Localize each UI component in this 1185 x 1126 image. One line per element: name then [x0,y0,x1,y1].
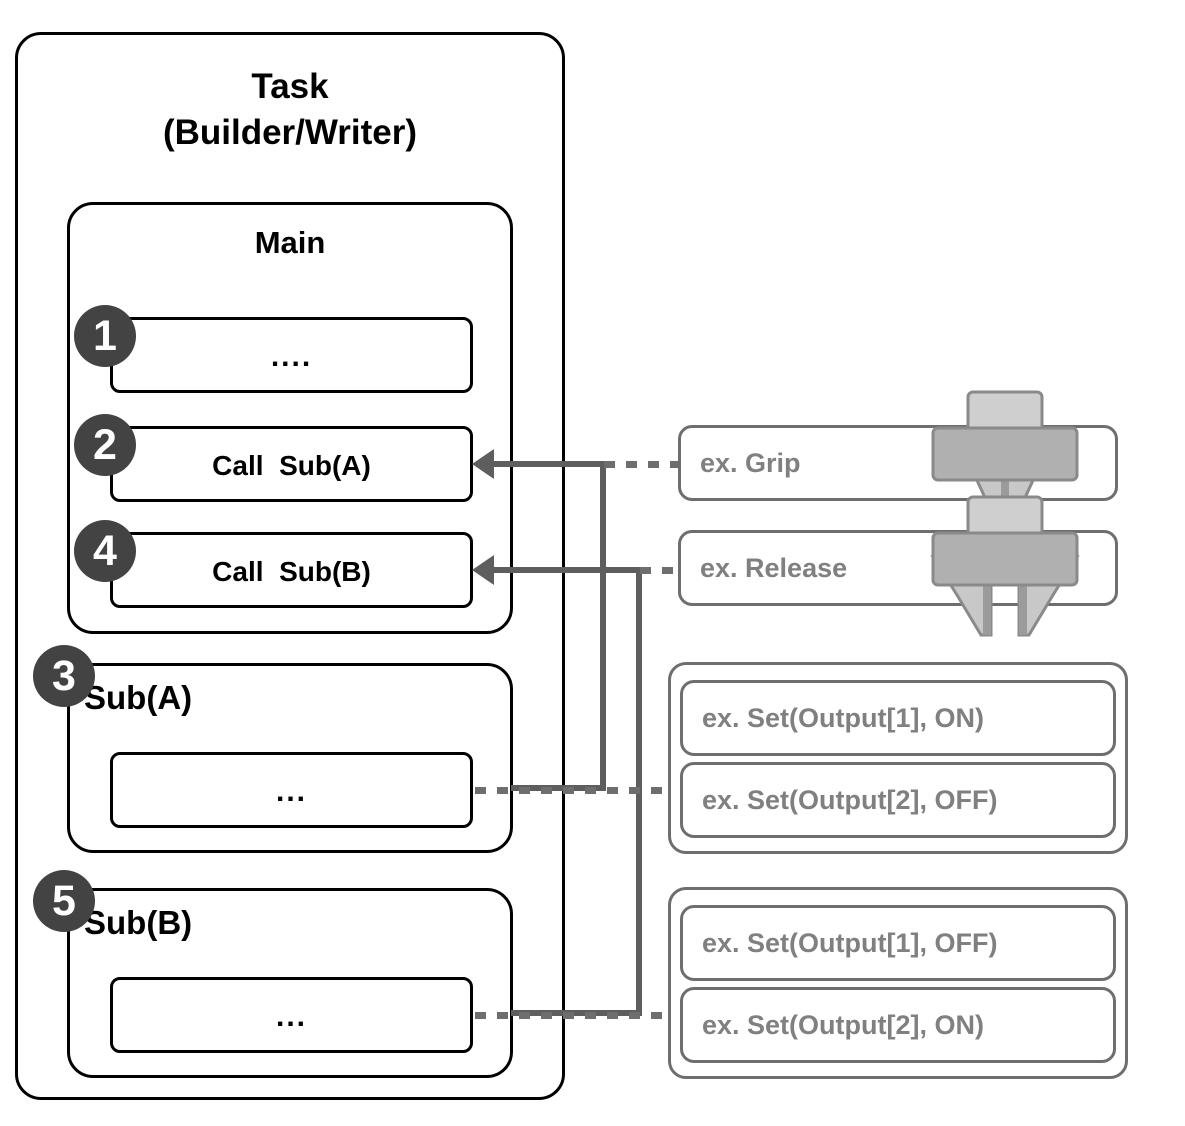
example-release-label: ex. Release [700,553,848,583]
output-item-box-2-2 [680,987,1116,1063]
dotted-link-sub-b-outputs [475,1012,671,1019]
connector-sub-b-horizontal-upper [492,567,642,573]
dotted-link-sub-a-outputs [475,787,671,794]
dotted-link-grip [604,461,680,468]
output-item-label-1-2: ex. Set(Output[2], OFF) [702,785,998,815]
connector-sub-a-vertical [600,461,606,791]
step-badge-3: 3 [33,645,95,707]
main-step-text-4: Call Sub(B) [212,556,371,587]
main-step-text-2: Call Sub(A) [212,450,371,481]
output-item-box-2-1 [680,905,1116,981]
main-step-box-1 [110,317,473,393]
connector-sub-a-horizontal-upper [492,461,606,467]
main-step-box-4 [110,532,473,608]
step-badge-1: 1 [74,305,136,367]
output-item-label-2-1: ex. Set(Output[1], OFF) [702,928,998,958]
task-title-line1: Task [251,67,329,106]
step-badge-5: 5 [33,870,95,932]
example-grip-label: ex. Grip [700,448,801,478]
task-title-line2: (Builder/Writer) [162,113,418,152]
output-item-box-1-1 [680,680,1116,756]
step-badge-2: 2 [74,414,136,476]
sub-b-body-text: ... [275,1000,307,1033]
step-badge-4: 4 [74,520,136,582]
output-item-label-2-2: ex. Set(Output[2], ON) [702,1010,984,1040]
sub-a-body-box [110,752,473,828]
main-step-text-1: .... [270,340,313,373]
gripper-open-icon [930,495,1080,637]
connector-sub-b-arrowhead [472,555,494,585]
sub-b-title: Sub(B) [84,904,193,941]
sub-a-body-text: ... [275,775,307,808]
output-item-box-1-2 [680,762,1116,838]
dotted-link-release [640,567,680,574]
output-item-label-1-1: ex. Set(Output[1], ON) [702,703,984,733]
connector-sub-a-arrowhead [472,449,494,479]
sub-a-title: Sub(A) [84,679,193,716]
main-title: Main [254,225,326,260]
main-step-box-2 [110,426,473,502]
sub-b-body-box [110,977,473,1053]
